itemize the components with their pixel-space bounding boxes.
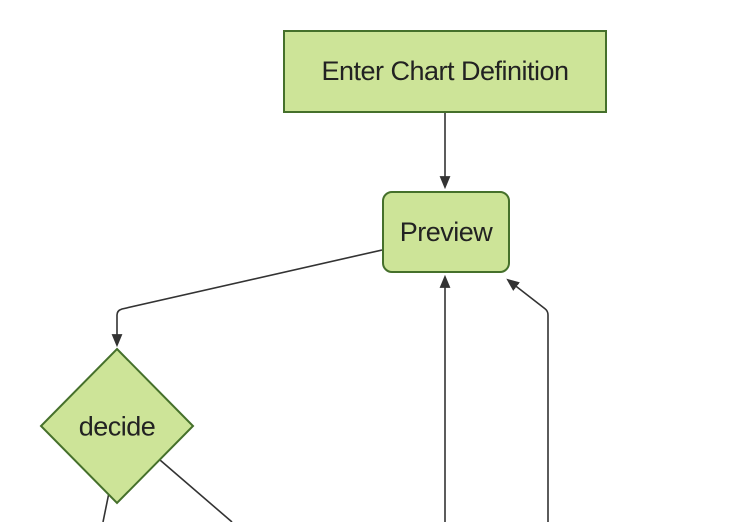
edge-offscreen-save-to-preview (506, 278, 549, 522)
node-enter-chart-definition-label: Enter Chart Definition (321, 56, 569, 86)
node-decide-label: decide (78, 411, 156, 442)
edge-decide-to-offscreen-right (159, 459, 233, 522)
node-preview-label: Preview (399, 216, 493, 247)
edge-preview-to-decide (111, 249, 383, 348)
edge-decide-to-offscreen-left (102, 494, 110, 522)
node-enter-chart-definition: Enter Chart Definition (283, 30, 607, 113)
decide-diamond-shape (39, 347, 195, 505)
node-preview: Preview (382, 191, 510, 273)
